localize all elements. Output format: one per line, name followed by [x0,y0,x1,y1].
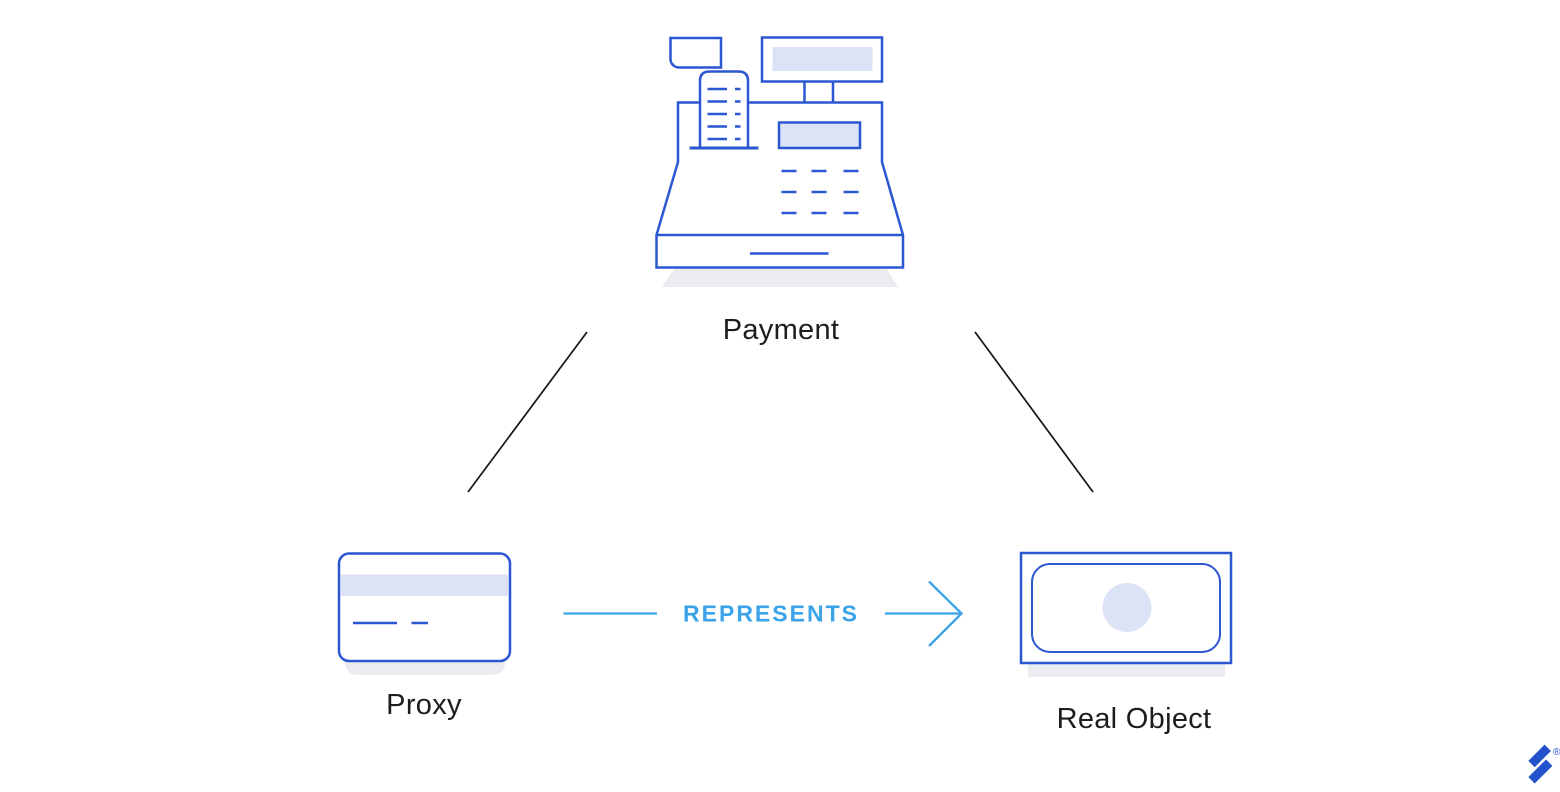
toptal-logo-bar-upper [1528,744,1551,768]
real-object-node-label: Real Object [1056,703,1212,735]
edge-realobject-to-payment [974,331,1094,493]
toptal-logo: ® [1528,744,1560,784]
credit-card-stripe [340,574,509,596]
receipt-paper [698,70,750,150]
cash-register-icon [655,36,905,287]
cash-register-keypad [781,169,859,215]
represents-arrow [563,580,964,647]
represents-edge-label: REPRESENTS [683,600,859,627]
cash-register-display-screen [772,47,873,71]
registered-trademark-symbol: ® [1553,747,1560,758]
money-bill-coin-circle [1102,583,1152,632]
receipt-lines [707,87,741,141]
edge-proxy-to-payment [467,331,588,493]
cash-register-slot [777,121,862,150]
payment-node-label: Payment [722,314,840,346]
credit-card-icon [337,552,512,675]
money-bill-shadow [1028,663,1225,677]
represents-arrowhead [928,580,964,647]
toptal-logo-bar-lower [1528,759,1553,784]
credit-card-body [337,552,512,663]
proxy-node-label: Proxy [386,689,462,721]
receipt-holder [669,36,723,69]
money-bill-inner-frame [1031,563,1221,653]
money-bill-icon [1019,551,1233,677]
cash-register-shadow [662,269,898,287]
